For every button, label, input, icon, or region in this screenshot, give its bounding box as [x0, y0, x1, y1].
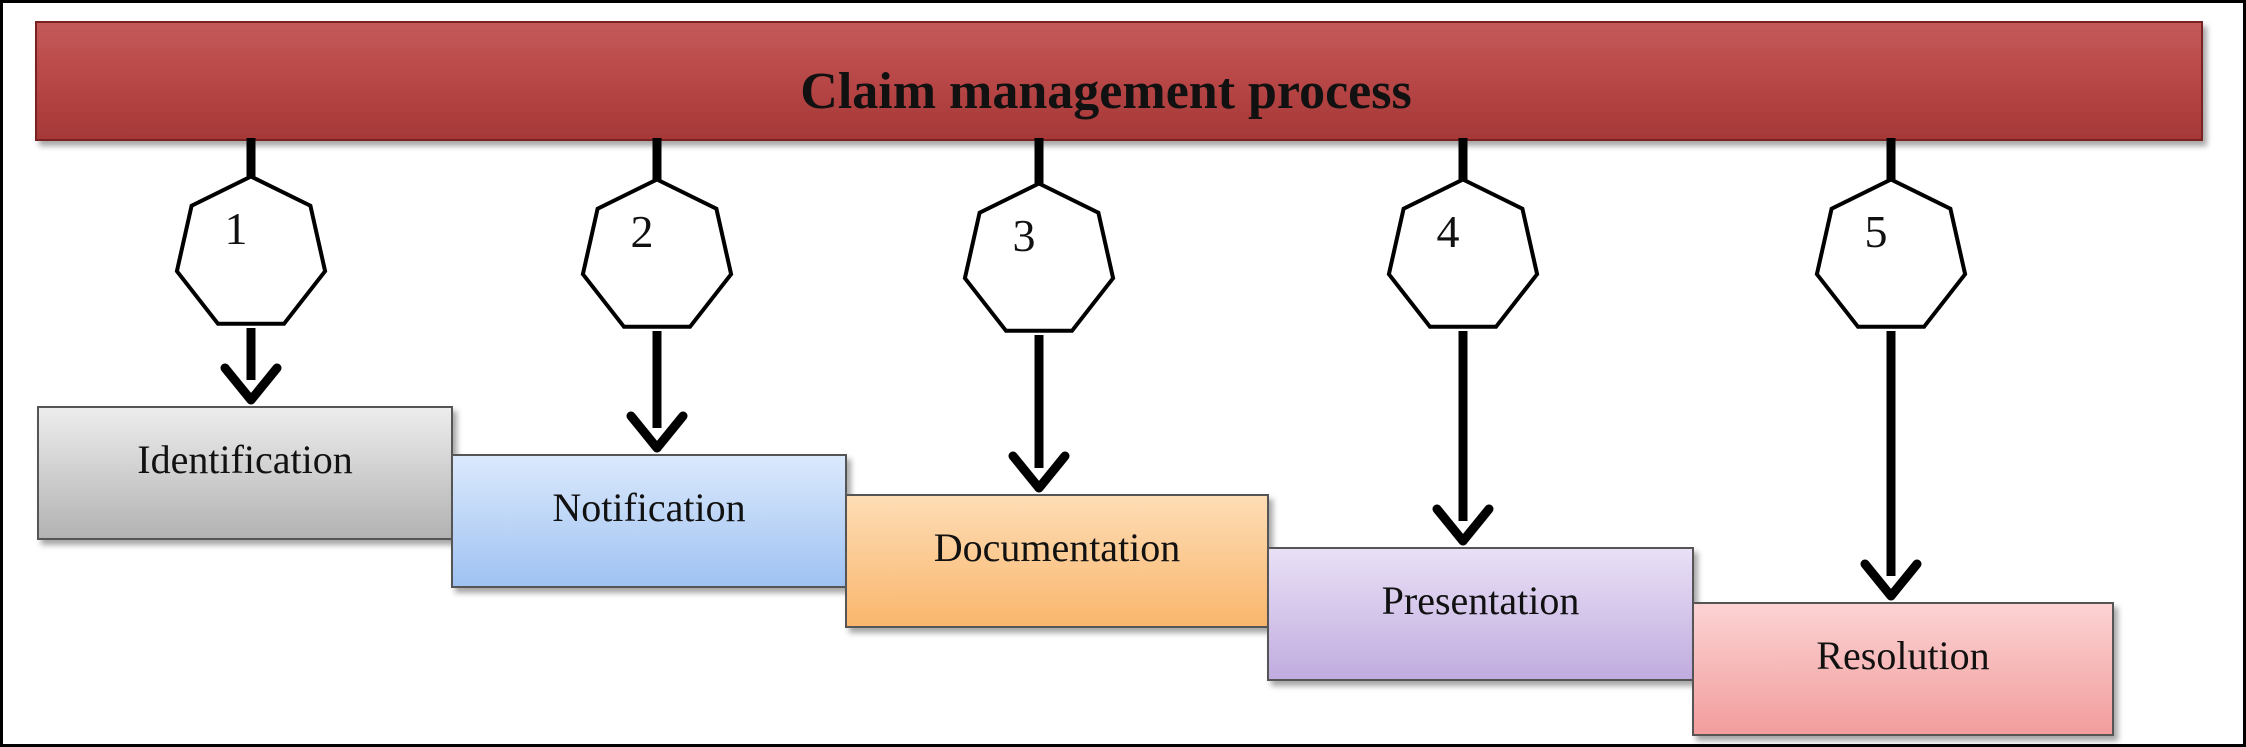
step-box — [451, 454, 847, 588]
step-number: 2 — [631, 206, 654, 257]
step-number: 1 — [225, 203, 248, 254]
step-number: 5 — [1865, 206, 1888, 257]
step-heptagon — [174, 174, 328, 326]
step-heptagon — [962, 181, 1116, 333]
step-box — [1692, 602, 2114, 736]
page-title: Claim management process — [800, 63, 1411, 120]
arrow-head — [626, 411, 688, 453]
step-label: Notification — [552, 485, 745, 530]
arrow-head — [1432, 504, 1494, 546]
step-label: Documentation — [934, 525, 1181, 570]
step-heptagon — [580, 177, 734, 329]
title-banner — [35, 21, 2203, 141]
step-label: Presentation — [1382, 578, 1580, 623]
step-number: 3 — [1013, 210, 1036, 261]
step-heptagon — [1386, 177, 1540, 329]
step-label: Identification — [137, 437, 352, 482]
steps-layer: 1Identification2Notification3Documentati… — [37, 138, 2114, 736]
step-label: Resolution — [1816, 633, 1989, 678]
step-number: 4 — [1437, 206, 1460, 257]
step-box — [845, 494, 1269, 628]
step-heptagon — [1814, 177, 1968, 329]
arrow-head — [220, 363, 282, 405]
step-box — [37, 406, 453, 540]
arrow-head — [1860, 559, 1922, 601]
step-box — [1267, 547, 1694, 681]
arrow-head — [1008, 451, 1070, 493]
